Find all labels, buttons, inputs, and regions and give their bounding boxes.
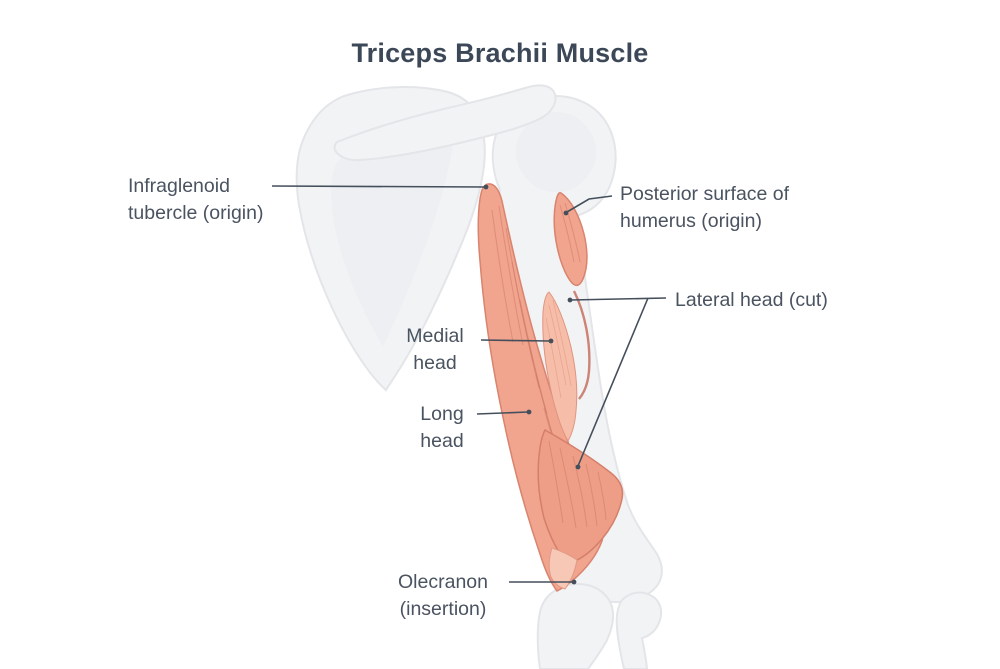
leader-lateral-head-upper bbox=[570, 297, 667, 301]
page-title: Triceps Brachii Muscle bbox=[351, 38, 649, 69]
leader-medial-head bbox=[480, 339, 551, 342]
medial-head-striations bbox=[545, 299, 572, 399]
lateral-lower-striations bbox=[548, 440, 607, 529]
scapula-shading bbox=[331, 128, 455, 346]
leader-dot-lateral-head-lower bbox=[575, 464, 581, 470]
leader-dot-posterior-surface bbox=[563, 210, 569, 216]
leader-lines-group bbox=[271, 184, 667, 585]
leader-dot-infraglenoid bbox=[483, 184, 489, 190]
leader-dot-medial-head bbox=[548, 338, 554, 344]
medial-head-muscle bbox=[542, 291, 578, 443]
ulna-olecranon-bone bbox=[536, 582, 615, 669]
bones-group bbox=[295, 84, 663, 669]
lateral-head-cut-upper-muscle bbox=[553, 192, 588, 287]
acromion-bone bbox=[333, 84, 557, 162]
lateral-head-cut-edge bbox=[572, 290, 591, 400]
label-infraglenoid-tubercle-origin: Infraglenoid tubercle (origin) bbox=[128, 175, 264, 224]
triceps-muscle-group bbox=[477, 183, 624, 592]
leader-lateral-head-lower bbox=[577, 297, 649, 467]
leader-infraglenoid bbox=[271, 185, 486, 188]
leader-long-head bbox=[476, 411, 529, 415]
label-medial-head: Medial head bbox=[406, 325, 464, 374]
leader-dot-lateral-head-upper bbox=[567, 297, 573, 303]
label-lateral-head-cut: Lateral head (cut) bbox=[675, 289, 828, 311]
distal-tendon bbox=[548, 547, 578, 590]
leader-dot-long-head bbox=[526, 409, 532, 415]
radius-bone bbox=[615, 591, 663, 669]
label-posterior-surface-of-humerus-origin: Posterior surface of humerus (origin) bbox=[620, 183, 790, 232]
lateral-head-cut-lower-muscle bbox=[537, 428, 624, 565]
label-olecranon-insertion: Olecranon (insertion) bbox=[398, 571, 488, 620]
lateral-upper-striations bbox=[559, 202, 581, 263]
label-long-head: Long head bbox=[420, 403, 464, 452]
leader-posterior-surface bbox=[566, 195, 613, 213]
leader-dot-olecranon bbox=[571, 579, 577, 585]
humerus-head-shading bbox=[516, 112, 596, 192]
